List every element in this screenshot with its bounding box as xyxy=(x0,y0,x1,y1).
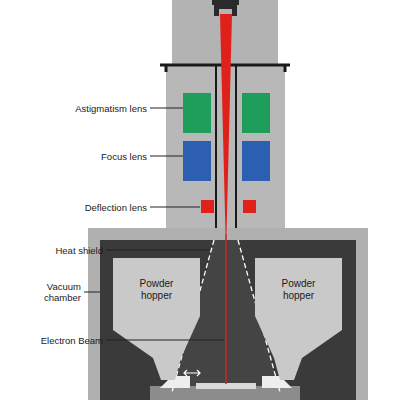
part-label: Deflection lens xyxy=(27,202,147,213)
leader-line xyxy=(106,340,224,341)
deflection-lens xyxy=(243,200,256,213)
focus-lens xyxy=(242,141,270,181)
hopper-label: Powder hopper xyxy=(125,278,189,302)
leader-line xyxy=(106,250,210,251)
vacuum-chamber-interior xyxy=(100,240,356,400)
leader-line xyxy=(150,108,183,109)
beam-tube-wall xyxy=(215,65,217,240)
leader-line xyxy=(84,292,100,293)
focus-lens xyxy=(183,141,211,181)
column-edge xyxy=(165,65,168,72)
electron-beam xyxy=(220,14,232,234)
part-label: Astigmatism lens xyxy=(27,103,147,114)
powder-hopper: Powder hopper xyxy=(252,258,342,382)
part-label: Heat shield xyxy=(13,245,103,256)
vacuum-chamber-wall xyxy=(88,228,368,400)
hopper-label: Powder hopper xyxy=(267,278,331,302)
hopper-shape xyxy=(255,258,342,380)
hopper-outline xyxy=(252,258,342,382)
leader-line xyxy=(150,156,183,157)
electron-gun xyxy=(212,0,239,5)
rake-motion-arrow xyxy=(184,370,200,376)
electron-beam xyxy=(225,234,227,384)
part-label: Vacuum chamber xyxy=(35,281,81,303)
hopper-outline xyxy=(113,258,203,382)
astigmatism-lens xyxy=(242,93,270,133)
powder-hopper: Powder hopper xyxy=(113,258,203,382)
hopper-shape xyxy=(113,258,200,380)
astigmatism-lens xyxy=(183,93,211,133)
column-edge xyxy=(284,65,287,72)
part-label: Electron Beam xyxy=(7,335,103,346)
deflection-lens xyxy=(201,200,214,213)
leader-line xyxy=(150,207,200,208)
beam-tube-wall xyxy=(235,65,237,240)
part-label: Focus lens xyxy=(27,151,147,162)
